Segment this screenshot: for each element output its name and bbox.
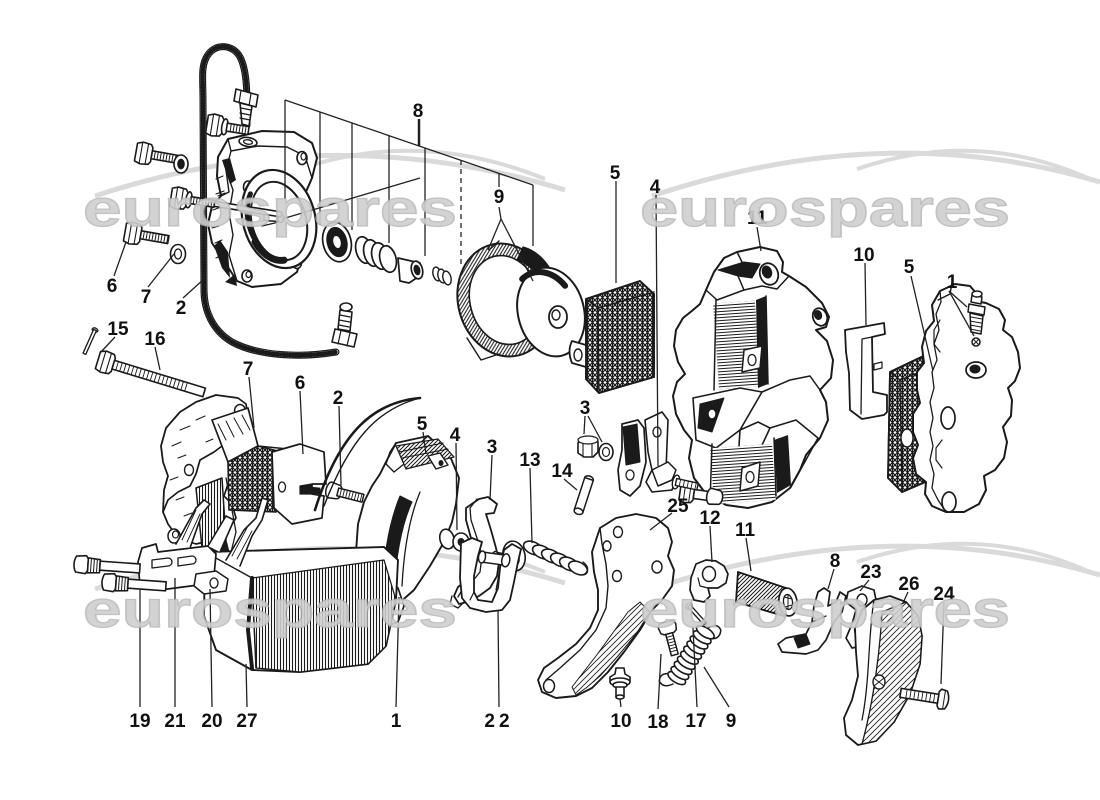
svg-text:23: 23 [860,562,881,583]
svg-text:9: 9 [494,187,505,208]
svg-text:16: 16 [144,329,165,350]
svg-text:8: 8 [830,551,841,572]
svg-text:5: 5 [417,414,428,435]
svg-text:21: 21 [164,711,186,732]
svg-text:eurospares: eurospares [83,180,457,238]
svg-text:12: 12 [699,508,720,529]
svg-text:20: 20 [201,711,222,732]
svg-text:3: 3 [580,398,591,419]
svg-text:6: 6 [107,276,118,297]
svg-text:eurospares: eurospares [640,581,1010,639]
svg-text:5: 5 [610,163,621,184]
svg-text:eurospares: eurospares [640,180,1010,238]
svg-text:2: 2 [333,388,344,409]
svg-text:22: 22 [484,711,513,732]
svg-text:2: 2 [176,298,187,319]
svg-text:eurospares: eurospares [640,581,1010,639]
svg-text:eurospares: eurospares [83,581,457,639]
svg-text:1: 1 [391,711,402,732]
svg-text:24: 24 [933,584,955,605]
svg-text:5: 5 [904,257,915,278]
svg-text:13: 13 [519,450,540,471]
svg-text:17: 17 [685,711,706,732]
svg-text:eurospares: eurospares [83,581,457,639]
svg-text:26: 26 [898,574,919,595]
svg-text:7: 7 [243,359,254,380]
svg-text:11: 11 [735,520,756,541]
svg-text:19: 19 [129,711,150,732]
svg-text:18: 18 [647,712,668,733]
svg-text:10: 10 [610,711,631,732]
svg-text:25: 25 [667,496,689,517]
svg-text:4: 4 [650,177,661,198]
svg-text:10: 10 [853,245,874,266]
svg-text:27: 27 [236,711,257,732]
svg-text:14: 14 [551,461,573,482]
svg-text:4: 4 [450,425,461,446]
svg-text:9: 9 [726,711,737,732]
svg-text:11: 11 [747,208,768,229]
svg-text:15: 15 [107,319,129,340]
svg-text:6: 6 [295,373,306,394]
svg-text:eurospares: eurospares [640,180,1010,238]
svg-text:7: 7 [141,287,152,308]
svg-text:3: 3 [487,437,498,458]
svg-text:1: 1 [947,272,958,293]
svg-text:8: 8 [413,101,424,122]
svg-text:eurospares: eurospares [83,180,457,238]
